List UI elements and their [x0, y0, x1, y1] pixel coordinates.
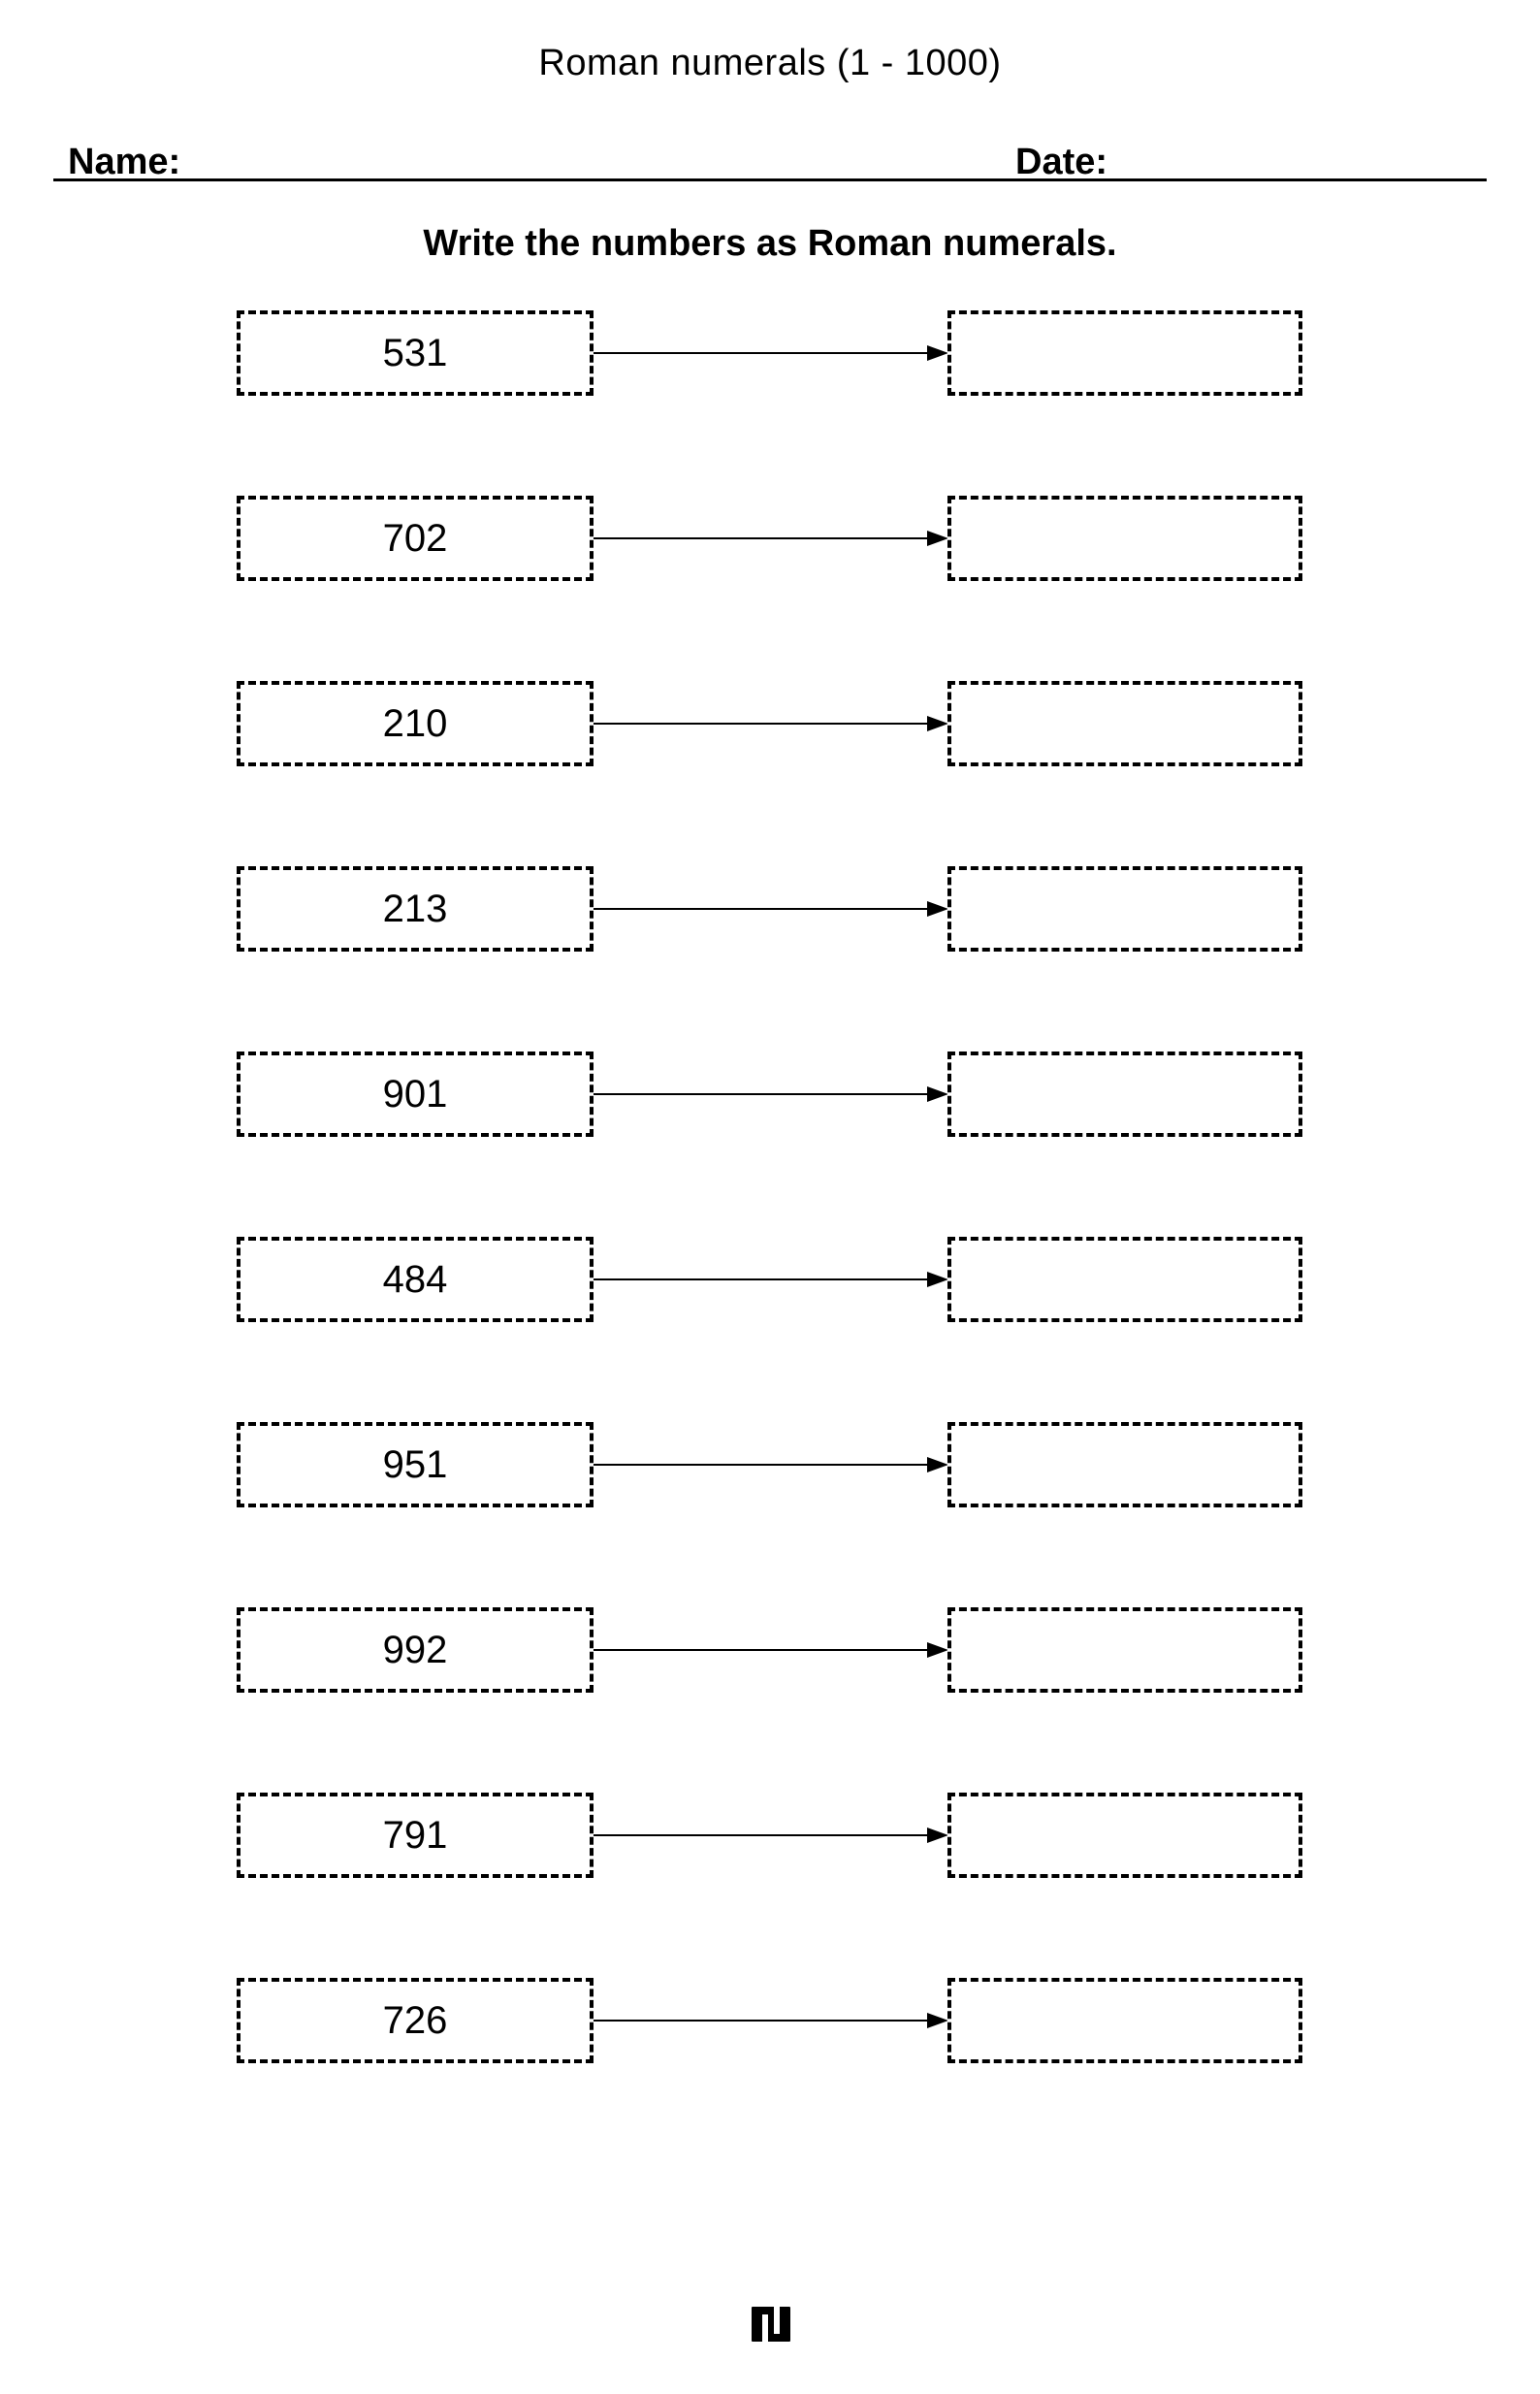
number-value: 210: [382, 701, 448, 745]
number-value: 951: [382, 1442, 448, 1486]
arrow-right-connector: [594, 866, 948, 952]
arrow-line: [594, 2020, 933, 2022]
exercise-row: 531: [0, 310, 1540, 396]
arrow-right-connector: [594, 1422, 948, 1507]
arrow-right-connector: [594, 1607, 948, 1693]
exercise-row: 702: [0, 496, 1540, 581]
arrow-head-icon: [927, 2013, 948, 2028]
number-box: 213: [237, 866, 594, 952]
answer-box[interactable]: [947, 1237, 1302, 1322]
answer-box[interactable]: [947, 866, 1302, 952]
number-box: 901: [237, 1051, 594, 1137]
answer-box[interactable]: [947, 1607, 1302, 1693]
arrow-head-icon: [927, 716, 948, 731]
exercise-row: 992: [0, 1607, 1540, 1693]
arrow-line: [594, 1464, 933, 1466]
arrow-right-connector: [594, 1051, 948, 1137]
number-value: 702: [382, 516, 448, 560]
number-value: 726: [382, 1998, 448, 2042]
answer-box[interactable]: [947, 1051, 1302, 1137]
number-box: 992: [237, 1607, 594, 1693]
exercise-row: 901: [0, 1051, 1540, 1137]
exercise-row: 210: [0, 681, 1540, 766]
arrow-line: [594, 537, 933, 539]
number-box: 951: [237, 1422, 594, 1507]
worksheet-logo-icon: [752, 2307, 790, 2342]
number-box: 702: [237, 496, 594, 581]
exercise-row: 951: [0, 1422, 1540, 1507]
arrow-head-icon: [927, 1642, 948, 1658]
answer-box[interactable]: [947, 310, 1302, 396]
arrow-right-connector: [594, 310, 948, 396]
number-value: 791: [382, 1813, 448, 1857]
answer-box[interactable]: [947, 496, 1302, 581]
exercise-row: 213: [0, 866, 1540, 952]
arrow-line: [594, 1278, 933, 1280]
arrow-line: [594, 1834, 933, 1836]
number-value: 484: [382, 1257, 448, 1301]
exercise-row: 484: [0, 1237, 1540, 1322]
arrow-head-icon: [927, 345, 948, 361]
arrow-head-icon: [927, 901, 948, 917]
exercise-row: 791: [0, 1793, 1540, 1878]
exercise-row: 726: [0, 1978, 1540, 2063]
number-value: 213: [382, 887, 448, 930]
number-value: 992: [382, 1628, 448, 1671]
arrow-line: [594, 1649, 933, 1651]
arrow-head-icon: [927, 1086, 948, 1102]
arrow-head-icon: [927, 531, 948, 546]
arrow-right-connector: [594, 1978, 948, 2063]
instruction-text: Write the numbers as Roman numerals.: [423, 223, 1117, 264]
name-label: Name:: [68, 142, 181, 182]
date-label: Date:: [1015, 142, 1108, 182]
name-date-underline: [53, 178, 1487, 181]
number-value: 901: [382, 1072, 448, 1116]
exercise-list: 531 702 210 213: [0, 310, 1540, 2063]
arrow-right-connector: [594, 1793, 948, 1878]
number-box: 791: [237, 1793, 594, 1878]
number-box: 726: [237, 1978, 594, 2063]
arrow-head-icon: [927, 1272, 948, 1287]
answer-box[interactable]: [947, 1793, 1302, 1878]
answer-box[interactable]: [947, 1422, 1302, 1507]
arrow-line: [594, 908, 933, 910]
arrow-right-connector: [594, 496, 948, 581]
arrow-right-connector: [594, 681, 948, 766]
answer-box[interactable]: [947, 681, 1302, 766]
arrow-right-connector: [594, 1237, 948, 1322]
arrow-head-icon: [927, 1828, 948, 1843]
number-box: 531: [237, 310, 594, 396]
arrow-line: [594, 352, 933, 354]
answer-box[interactable]: [947, 1978, 1302, 2063]
arrow-line: [594, 723, 933, 725]
arrow-line: [594, 1093, 933, 1095]
number-box: 210: [237, 681, 594, 766]
number-value: 531: [382, 331, 448, 374]
arrow-head-icon: [927, 1457, 948, 1472]
number-box: 484: [237, 1237, 594, 1322]
page-title: Roman numerals (1 - 1000): [538, 43, 1002, 83]
